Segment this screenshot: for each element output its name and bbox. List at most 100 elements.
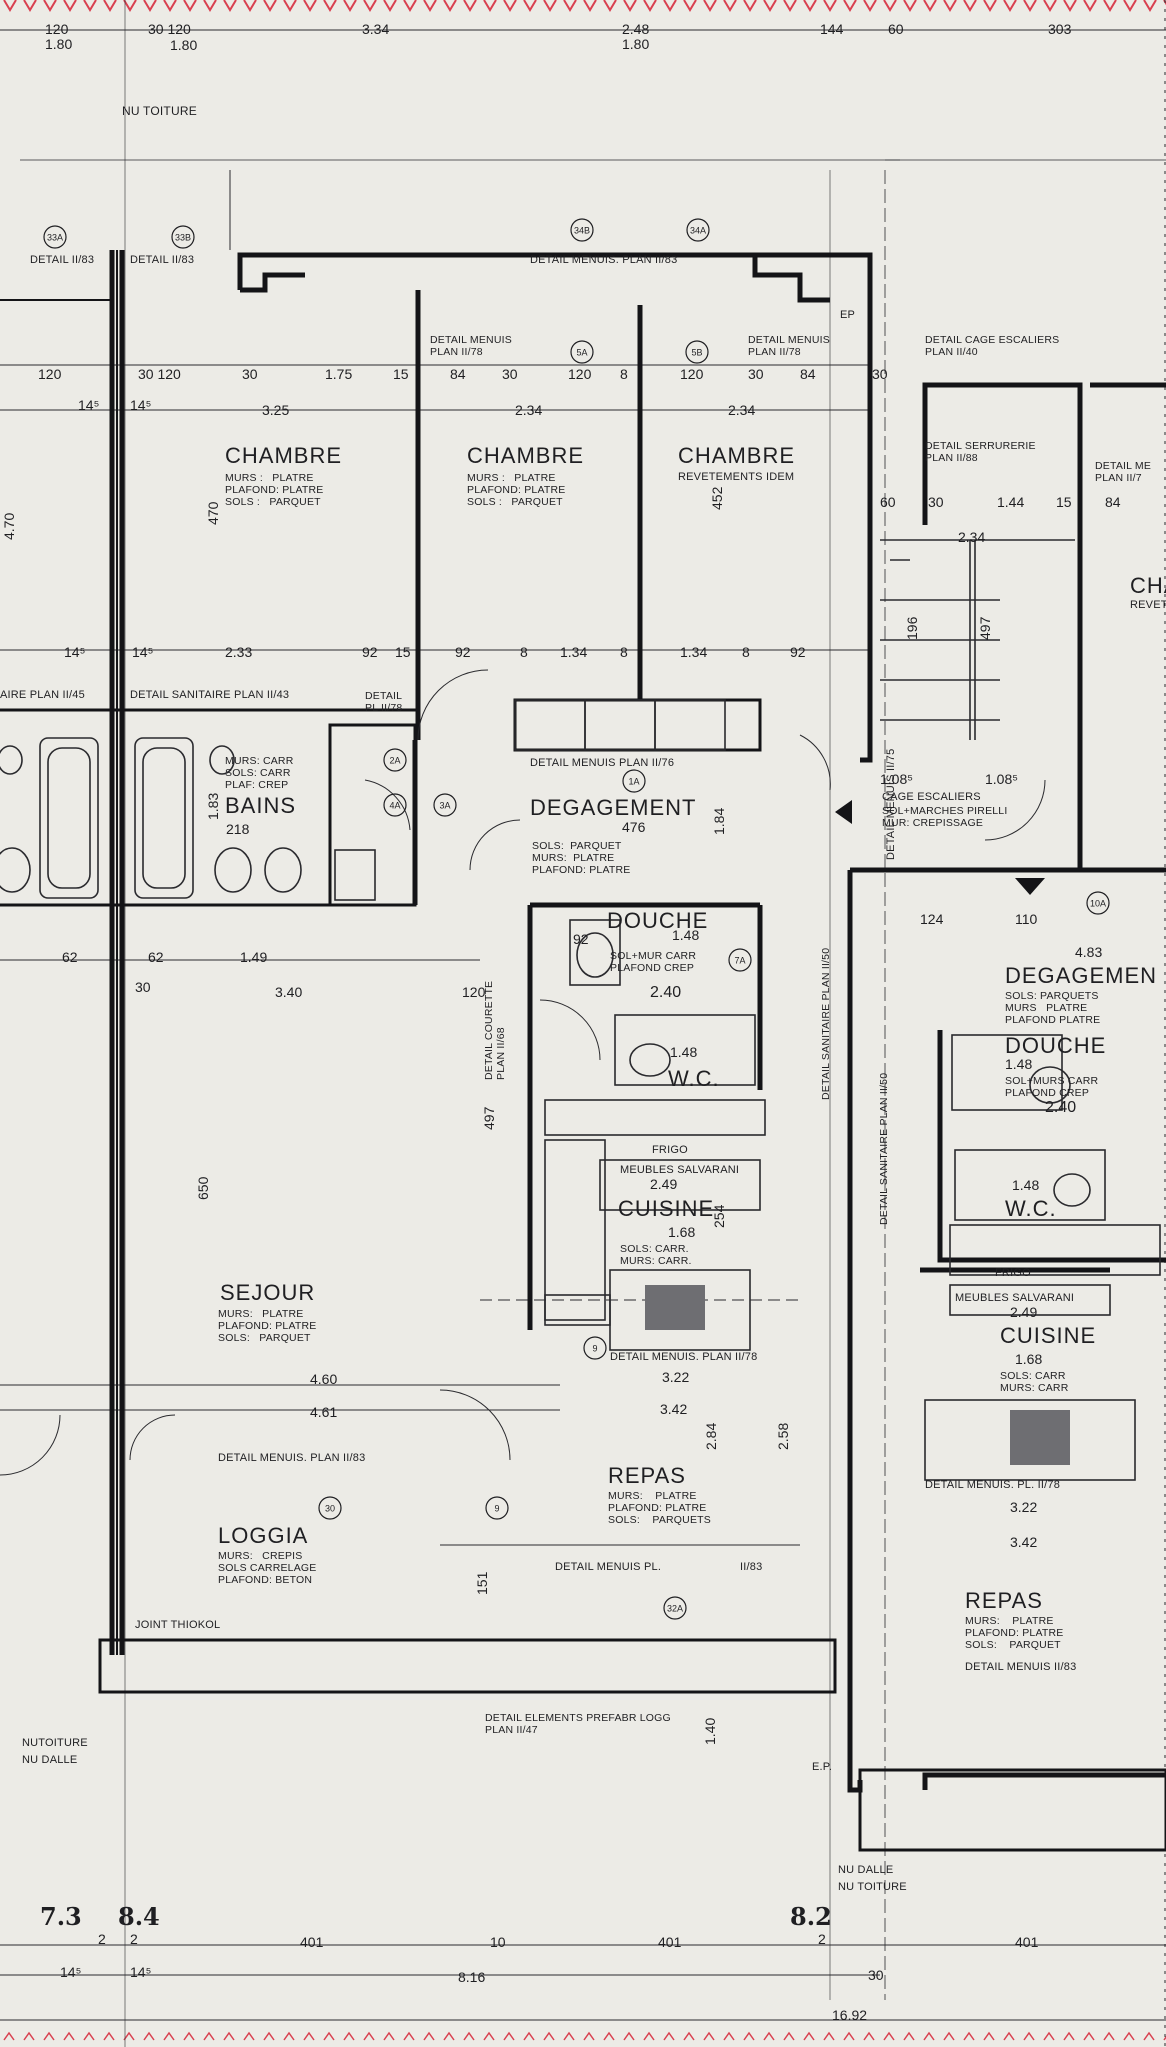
dim-kit-168: 1.68: [668, 1224, 696, 1240]
border-marks: [3, 0, 1166, 2041]
border-mark: [723, 2031, 735, 2041]
dim-bot-816: 8.16: [458, 1969, 486, 1985]
dim-r2-234b: 2.34: [728, 402, 756, 418]
dim-kit-249: 2.49: [650, 1176, 678, 1192]
detail-tag-label: 7A: [734, 956, 745, 966]
dim-stair-60: 60: [880, 494, 896, 510]
dim-kr-148: 1.48: [1005, 1056, 1033, 1072]
border-mark: [323, 0, 337, 12]
border-mark: [183, 2031, 195, 2041]
dim-dou-240: 2.40: [650, 984, 682, 1001]
note-detail-menuis-pl78-right: DETAIL MENUIS. PL. II/78: [925, 1479, 1061, 1491]
room-douche-right: DOUCHE: [1005, 1033, 1107, 1058]
room-chambre-1: CHAMBRE: [225, 443, 343, 468]
dim-low-340: 3.40: [275, 984, 303, 1000]
border-mark: [263, 0, 277, 12]
dim-low-120: 120: [462, 984, 486, 1000]
detail-tag-circle: [318, 1496, 342, 1520]
border-mark: [563, 0, 577, 12]
border-mark: [143, 0, 157, 12]
note-nu-toiture: NU TOITURE: [122, 104, 197, 118]
room-repas: REPAS: [608, 1463, 686, 1488]
dim-mid-92: 92: [362, 644, 378, 660]
detail-tag-circle: [383, 793, 407, 817]
dim-mid-92b: 92: [455, 644, 471, 660]
note-detail-menuis-top: DETAIL MENUIS. PLAN II/83: [530, 254, 678, 266]
detail-tag-circle: [685, 340, 709, 364]
note-detail-menuis-1183-loggia: DETAIL MENUIS. PLAN II/83: [218, 1452, 366, 1464]
border-mark: [743, 2031, 755, 2041]
finish-chambre-3: REVETEMENTS IDEM: [678, 471, 795, 483]
detail-tag-circle: [570, 218, 594, 242]
border-mark: [863, 2031, 875, 2041]
note-detail-sanitaire-50b: DETAIL SANITAIRE PLAN II/50: [878, 1072, 890, 1225]
detail-tag-circle: [728, 948, 752, 972]
detail-tag-label: 32A: [667, 1604, 683, 1614]
dim-rep-140: 1.40: [702, 1717, 718, 1745]
border-mark: [163, 0, 177, 12]
room-loggia: LOGGIA: [218, 1523, 309, 1548]
note-detail-menuis-276: DETAIL MENUIS PLAN II/76: [530, 757, 675, 769]
border-mark: [1143, 0, 1157, 12]
border-mark: [783, 2031, 795, 2041]
dim-top-144: 144: [820, 21, 844, 37]
border-mark: [863, 0, 877, 12]
border-mark: [523, 0, 537, 12]
finish-cuisine-right: SOLS: CARR MURS: CARR: [1000, 1370, 1069, 1395]
border-mark: [123, 2031, 135, 2041]
border-mark: [1123, 2031, 1135, 2041]
dim-mid-134b: 1.34: [680, 644, 708, 660]
note-detail-menuis-278b: DETAIL MENUIS PLAN II/78: [748, 334, 830, 359]
border-mark: [423, 0, 437, 12]
detail-tag-label: 4A: [389, 801, 400, 811]
dim-mid-8: 8: [520, 644, 528, 660]
border-mark: [643, 0, 657, 12]
detail-tag-circle: [663, 1596, 687, 1620]
border-mark: [123, 0, 137, 12]
border-mark: [503, 0, 517, 12]
dim-stair-108: 1.08⁵: [880, 771, 914, 787]
dim-top-303: 303: [1048, 21, 1072, 37]
border-mark: [343, 0, 357, 12]
dim-row-8: 8: [620, 366, 628, 382]
section-arrows: [835, 800, 1045, 895]
border-mark: [323, 2031, 335, 2041]
border-mark: [1123, 0, 1137, 12]
border-mark: [423, 2031, 435, 2041]
dim-row-120b: 120: [568, 366, 592, 382]
finish-loggia: MURS: CREPIS SOLS CARRELAGE PLAFOND: BET…: [218, 1550, 317, 1587]
border-mark: [1063, 2031, 1075, 2041]
note-detail-sanitaire-50: DETAIL SANITAIRE PLAN II/50: [820, 947, 832, 1100]
border-mark: [83, 0, 97, 12]
room-wc: W.C.: [668, 1066, 720, 1091]
border-mark: [1103, 2031, 1115, 2041]
note-detail-repas-1183: II/83: [740, 1561, 763, 1573]
dim-mid-145b: 14⁵: [132, 644, 154, 660]
dim-low-149: 1.49: [240, 949, 268, 965]
border-mark: [23, 0, 37, 12]
border-mark: [3, 0, 17, 12]
dim-bot-2: 2: [98, 1931, 106, 1947]
border-mark: [463, 2031, 475, 2041]
border-mark: [203, 0, 217, 12]
border-mark: [603, 2031, 615, 2041]
detail-tag-circle: [583, 1336, 607, 1360]
border-mark: [903, 0, 917, 12]
detail-tag-label: 9: [494, 1504, 499, 1514]
finish-chambre-2: MURS : PLATRE PLAFOND: PLATRE SOLS : PAR…: [467, 472, 566, 509]
border-mark: [943, 2031, 955, 2041]
dim-stair-15: 15: [1056, 494, 1072, 510]
finish-repas-right: MURS: PLATRE PLAFOND: PLATRE SOLS: PARQU…: [965, 1615, 1064, 1652]
detail-tag-circle: [1086, 891, 1110, 915]
note-nudalle-bottom: NU DALLE: [838, 1864, 894, 1876]
dim-bot-2b: 2: [130, 1931, 138, 1947]
dim-row-30: 30: [242, 366, 258, 382]
border-mark: [1023, 2031, 1035, 2041]
detail-tag-circle: [686, 218, 710, 242]
dim-bot-401: 401: [300, 1934, 324, 1950]
note-nutoiture-left: NUTOITURE: [22, 1737, 88, 1749]
room-degagement-right: DEGAGEMEN: [1005, 963, 1158, 988]
border-mark: [703, 2031, 715, 2041]
